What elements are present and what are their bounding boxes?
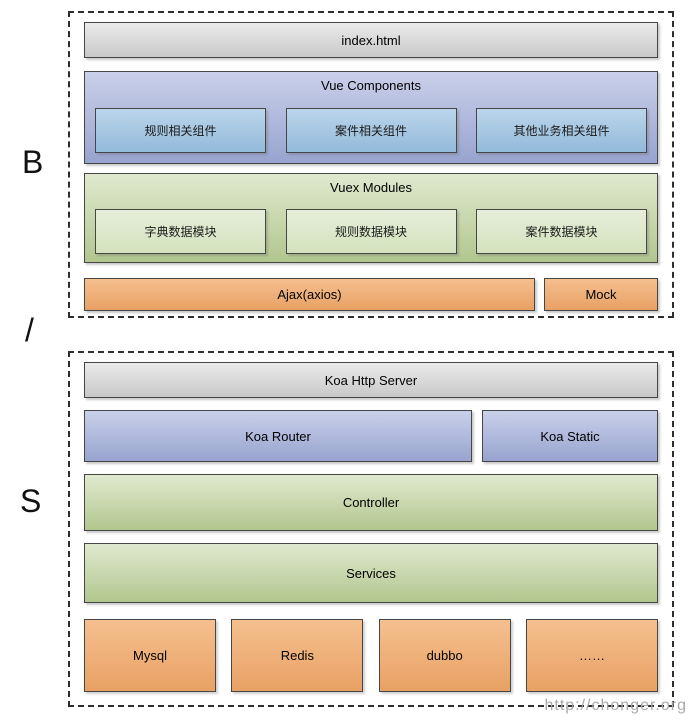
koa-router-block: Koa Router (84, 410, 472, 462)
vue-components-title: Vue Components (321, 78, 421, 93)
services-block: Services (84, 543, 658, 603)
tier-label-separator: / (25, 312, 34, 348)
vuex-modules-group: Vuex Modules 字典数据模块 规则数据模块 案件数据模块 (84, 173, 658, 263)
watermark-text: http://chonger.org (544, 697, 687, 714)
browser-tier-container: index.html Vue Components 规则相关组件 案件相关组件 … (68, 11, 674, 318)
index-html-block: index.html (84, 22, 658, 58)
vue-rule-components-block: 规则相关组件 (95, 108, 266, 153)
tier-label-server: S (20, 483, 42, 519)
server-tier-container: Koa Http Server Koa Router Koa Static Co… (68, 351, 674, 707)
vuex-modules-title: Vuex Modules (330, 180, 412, 195)
vue-components-group: Vue Components 规则相关组件 案件相关组件 其他业务相关组件 (84, 71, 658, 164)
vue-case-components-block: 案件相关组件 (285, 108, 457, 153)
ajax-axios-block: Ajax(axios) (84, 278, 535, 311)
mysql-block: Mysql (84, 619, 216, 692)
redis-block: Redis (231, 619, 364, 692)
vue-other-components-block: 其他业务相关组件 (476, 108, 647, 153)
vuex-case-module-block: 案件数据模块 (476, 209, 647, 254)
koa-http-server-block: Koa Http Server (84, 362, 658, 398)
ellipsis-block: …… (525, 619, 658, 692)
tier-label-browser: B (22, 144, 44, 180)
mock-block: Mock (544, 278, 658, 311)
controller-block: Controller (84, 474, 658, 531)
dubbo-block: dubbo (378, 619, 511, 692)
vuex-dict-module-block: 字典数据模块 (95, 209, 266, 254)
vuex-rule-module-block: 规则数据模块 (285, 209, 457, 254)
koa-static-block: Koa Static (482, 410, 658, 462)
